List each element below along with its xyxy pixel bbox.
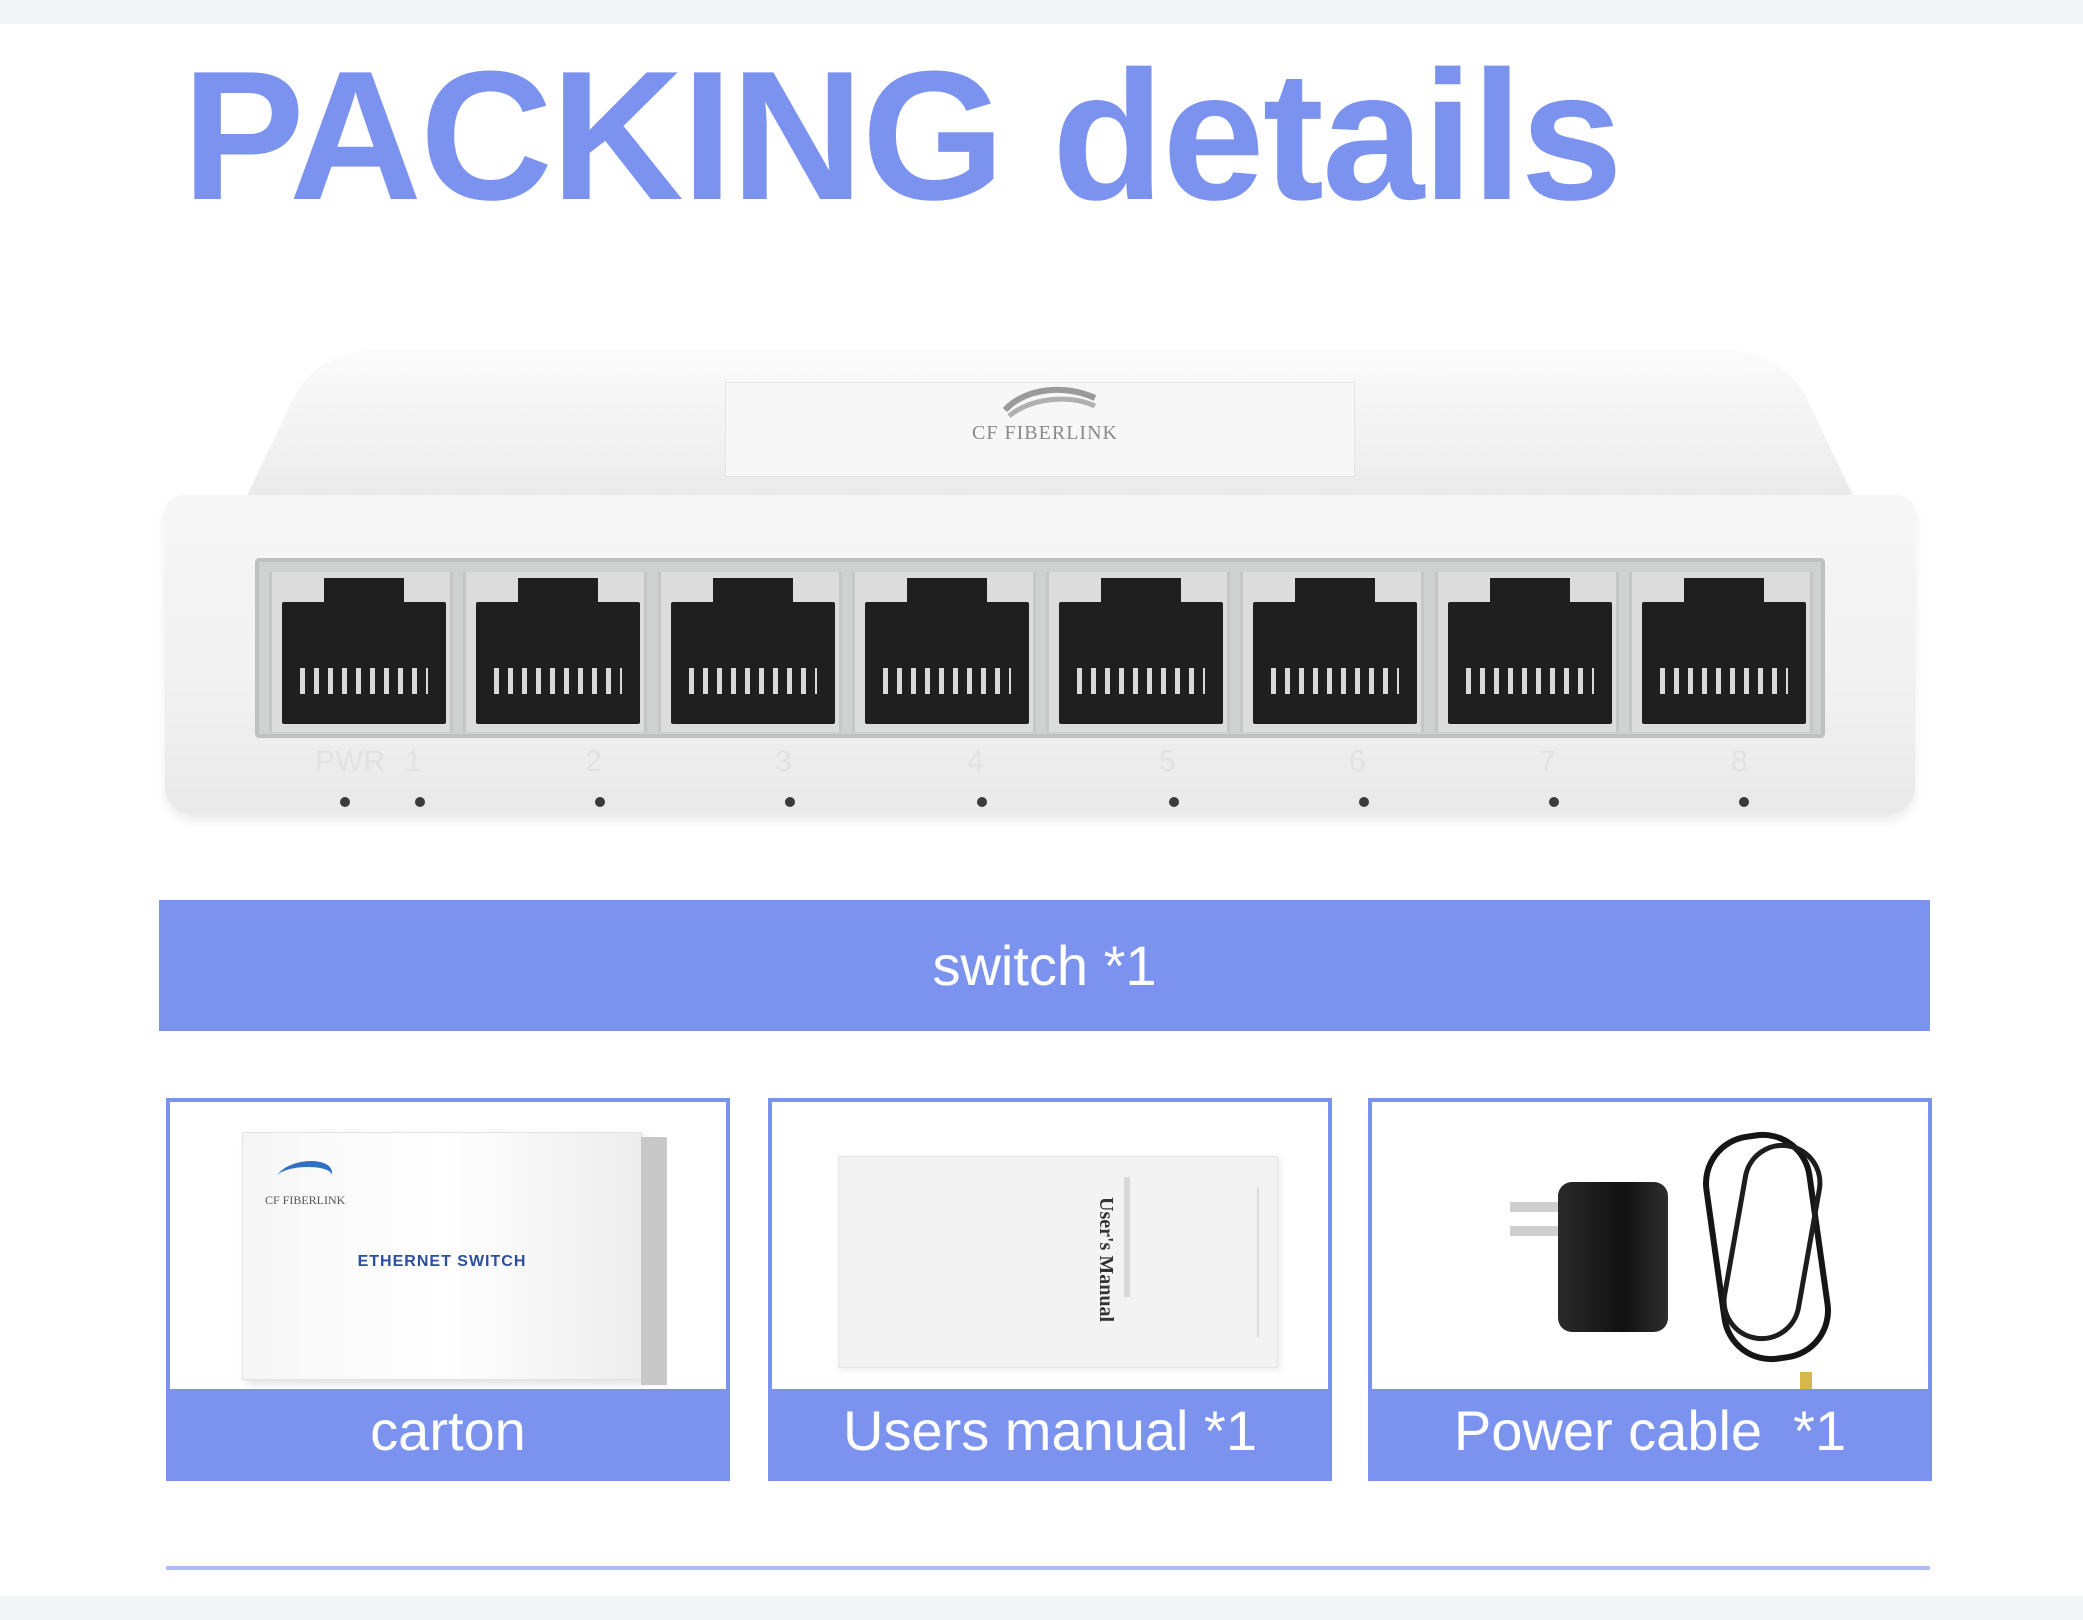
switch-brand-text: CF FIBERLINK <box>972 422 1118 444</box>
led-indicator <box>1169 797 1179 807</box>
led-indicator <box>340 797 350 807</box>
ethernet-port <box>1046 572 1231 732</box>
led-label-1: 1 <box>405 745 422 778</box>
manual-caption: Users manual *1 <box>772 1389 1328 1477</box>
top-band <box>0 0 2083 24</box>
ethernet-port <box>657 572 842 732</box>
led-label-2: 2 <box>585 745 602 778</box>
power-cable-caption: Power cable *1 <box>1372 1389 1928 1477</box>
led-label-8: 8 <box>1731 745 1748 778</box>
manual-subtitle-line <box>1124 1177 1130 1297</box>
switch-logo: CF FIBERLINK <box>945 380 1145 450</box>
ethernet-port <box>463 572 648 732</box>
led-indicator <box>1739 797 1749 807</box>
carton-brand: CF FIBERLINK <box>265 1193 346 1207</box>
brand-wing-icon <box>270 1161 338 1191</box>
led-row: PWR 1 2 3 4 5 6 7 8 <box>255 745 1825 815</box>
led-label-6: 6 <box>1349 745 1366 778</box>
carton-side <box>641 1137 667 1385</box>
port-panel <box>255 558 1825 738</box>
switch-image: CF FIBERLINK PWR 1 2 3 4 5 6 7 8 <box>160 300 1920 830</box>
manual-title: User's Manual <box>1095 1197 1117 1322</box>
switch-label-plate <box>725 382 1355 477</box>
carton-title: ETHERNET SWITCH <box>357 1253 527 1270</box>
led-indicator <box>785 797 795 807</box>
switch-banner: switch *1 <box>159 900 1930 1031</box>
ethernet-port <box>1240 572 1425 732</box>
ethernet-port <box>269 572 453 732</box>
ethernet-port <box>851 572 1036 732</box>
power-cable-card: Power cable *1 <box>1368 1098 1932 1481</box>
led-label-7: 7 <box>1539 745 1556 778</box>
bottom-band <box>0 1596 2083 1620</box>
carton-caption: carton <box>170 1389 726 1477</box>
led-indicator <box>415 797 425 807</box>
led-label-3: 3 <box>775 745 792 778</box>
carton-card: CF FIBERLINK ETHERNET SWITCH carton <box>166 1098 730 1481</box>
ethernet-port <box>1628 572 1813 732</box>
adapter-pin <box>1510 1202 1560 1212</box>
led-indicator <box>595 797 605 807</box>
led-label-pwr: PWR <box>315 745 385 778</box>
footer-rule <box>166 1566 1930 1570</box>
ethernet-port <box>1434 572 1619 732</box>
carton-image: CF FIBERLINK ETHERNET SWITCH <box>242 1132 667 1385</box>
led-indicator <box>1359 797 1369 807</box>
led-indicator <box>1549 797 1559 807</box>
led-label-5: 5 <box>1159 745 1176 778</box>
led-indicator <box>977 797 987 807</box>
manual-card: User's Manual Users manual *1 <box>768 1098 1332 1481</box>
plug-tip <box>1800 1372 1812 1392</box>
page-title: PACKING details <box>182 32 1623 238</box>
manual-image: User's Manual <box>838 1156 1278 1368</box>
led-label-4: 4 <box>967 745 984 778</box>
power-adapter-image <box>1558 1182 1668 1332</box>
adapter-pin <box>1510 1226 1560 1236</box>
manual-fold-line <box>1257 1187 1259 1337</box>
brand-wing-icon <box>1002 386 1097 418</box>
